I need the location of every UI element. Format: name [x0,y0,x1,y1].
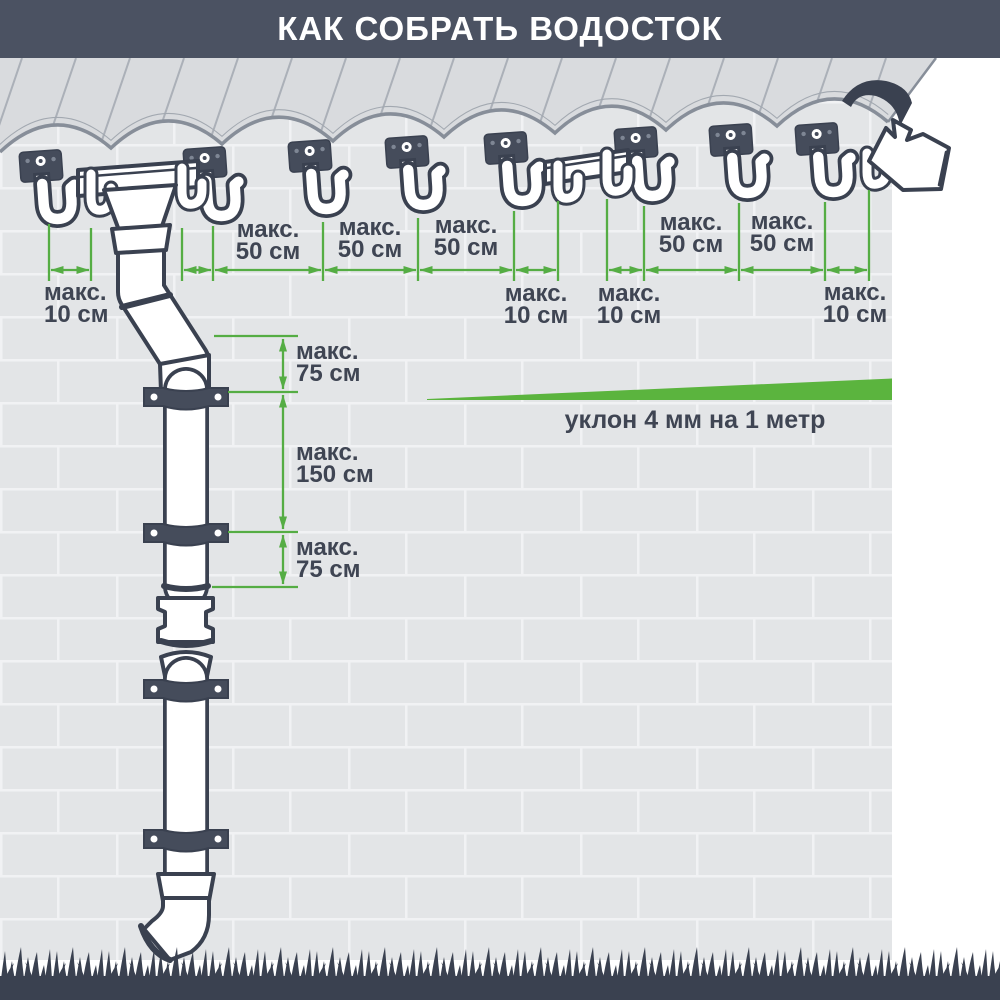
funnel-outlet [110,223,172,255]
dim-label-max-150cm: макс. 150 см [296,439,374,488]
dimension-lines [47,190,871,589]
page-title: КАК СОБРАТЬ ВОДОСТОК [277,10,723,47]
dim-label-max-75cm: макс. 75 см [296,338,361,387]
pipe-clamp-icon [143,387,229,411]
dim-label-max-50cm: макс. 50 см [658,209,724,258]
dim-label-max-10cm: макс. 10 см [822,279,888,328]
dim-label-max-50cm: макс. 50 см [235,216,301,265]
pipe-clamp-icon [143,679,229,703]
pipe-clamp-icon [143,523,229,547]
dim-label-max-10cm: макс. 10 см [503,280,569,329]
dim-label-max-10cm: макс. 10 см [596,280,662,329]
title-bar: КАК СОБРАТЬ ВОДОСТОК [0,0,1000,58]
pipe-joint-line [119,292,173,310]
pipe-clamp-icon [143,829,229,853]
pipe-open-end [161,583,211,592]
pipe-coupling [156,596,215,644]
gutter-funnel [76,159,210,255]
slope-label: уклон 4 мм на 1 метр [564,406,826,434]
gutter-end-cap [859,118,951,192]
roof [0,57,937,154]
dim-label-max-50cm: макс. 50 см [433,212,499,261]
dim-label-max-75cm: макс. 75 см [296,534,361,583]
roof-end-curl-icon [842,80,912,126]
dim-label-max-50cm: макс. 50 см [337,214,403,263]
dim-label-max-50cm: макс. 50 см [749,208,815,257]
gutter-connector [543,146,636,206]
slope-wedge [427,378,892,400]
downpipe [116,219,229,963]
roof-sheet [0,58,936,152]
roof-scalloped-edge [0,97,890,154]
grass-base [0,984,1000,1000]
dim-label-max-10cm: макс. 10 см [44,279,109,328]
